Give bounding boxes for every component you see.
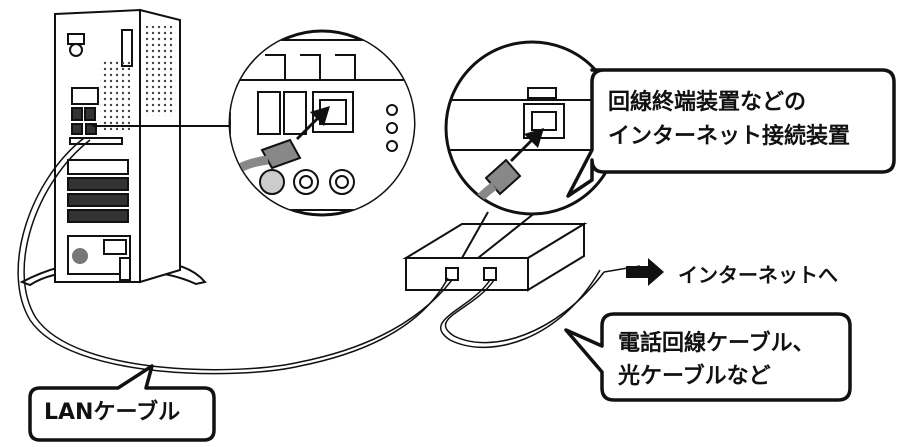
pc-vent — [100, 60, 130, 130]
internet-label: インターネットへ — [678, 263, 838, 287]
device-zoom-leader-right — [477, 211, 537, 259]
callout-phone-box — [564, 312, 852, 402]
pc-plug-arrow — [296, 106, 330, 140]
device-plug-arrow — [510, 128, 544, 162]
pc-zoom-circle — [228, 29, 416, 217]
callout-lan-box — [28, 364, 216, 442]
lan-label: LANケーブル — [44, 400, 181, 425]
device-label-line2: インターネット接続装置 — [608, 124, 851, 149]
device-label-line1: 回線終端装置などの — [608, 90, 807, 115]
callout-phone-text: 電話回線ケーブル、 光ケーブルなど — [618, 327, 815, 393]
phone-label-line1: 電話回線ケーブル、 — [618, 331, 815, 356]
callout-device-text: 回線終端装置などの インターネット接続装置 — [608, 86, 850, 154]
device-zoom-leader-left — [461, 211, 489, 259]
pc-tower — [19, 8, 207, 287]
connection-device — [402, 222, 588, 292]
phone-label-line2: 光ケーブルなど — [618, 364, 771, 389]
callout-device-box — [566, 68, 896, 198]
internet-arrow-icon — [626, 258, 664, 286]
